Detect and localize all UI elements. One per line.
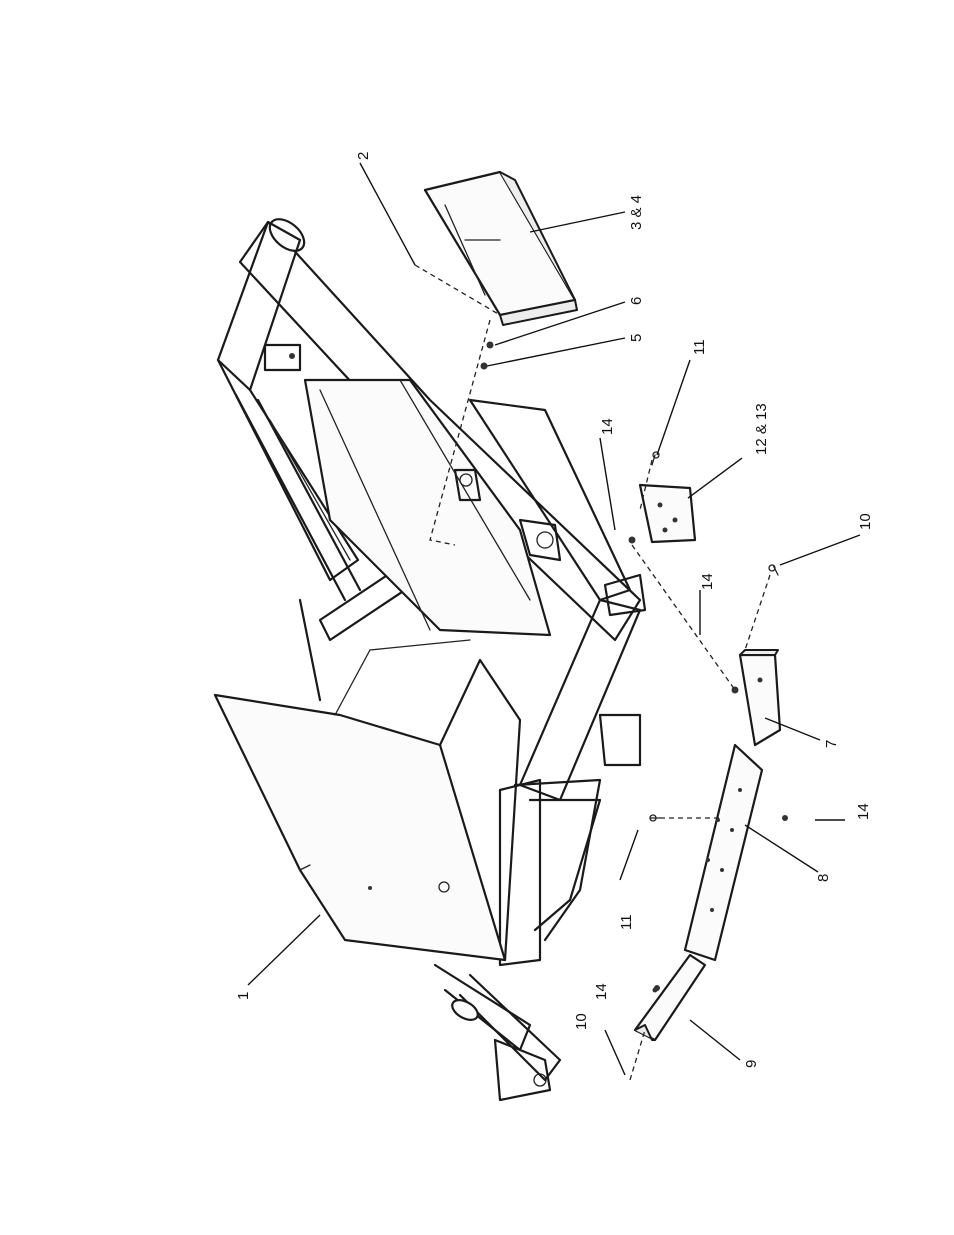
top-cover-part: [425, 172, 577, 325]
callout-14c: 14: [855, 803, 872, 820]
callout-14b: 14: [699, 573, 716, 590]
callout-11a: 11: [691, 339, 708, 355]
callout-14a: 14: [599, 418, 616, 435]
callout-6: 6: [628, 297, 645, 305]
bracket-plate-12-13: [640, 485, 695, 542]
callout-2: 2: [355, 152, 372, 160]
front-foot: [449, 996, 550, 1100]
assembly-lines: [415, 265, 770, 1080]
callout-3-4: 3 & 4: [628, 195, 645, 230]
callout-11b: 11: [618, 914, 635, 930]
callout-12-13: 12 & 13: [753, 403, 770, 455]
callout-1: 1: [235, 992, 252, 1000]
skid-plate-7: [740, 650, 780, 745]
callout-10a: 10: [857, 513, 874, 530]
callout-14d: 14: [593, 983, 610, 1000]
callout-8: 8: [815, 874, 832, 882]
callout-7: 7: [823, 740, 840, 748]
long-plate-8: [685, 745, 762, 960]
deck-plate: [215, 640, 520, 960]
end-plate-9: [635, 955, 705, 1040]
callout-5: 5: [628, 334, 645, 342]
callout-9: 9: [743, 1060, 760, 1068]
callout-10b: 10: [573, 1013, 590, 1030]
